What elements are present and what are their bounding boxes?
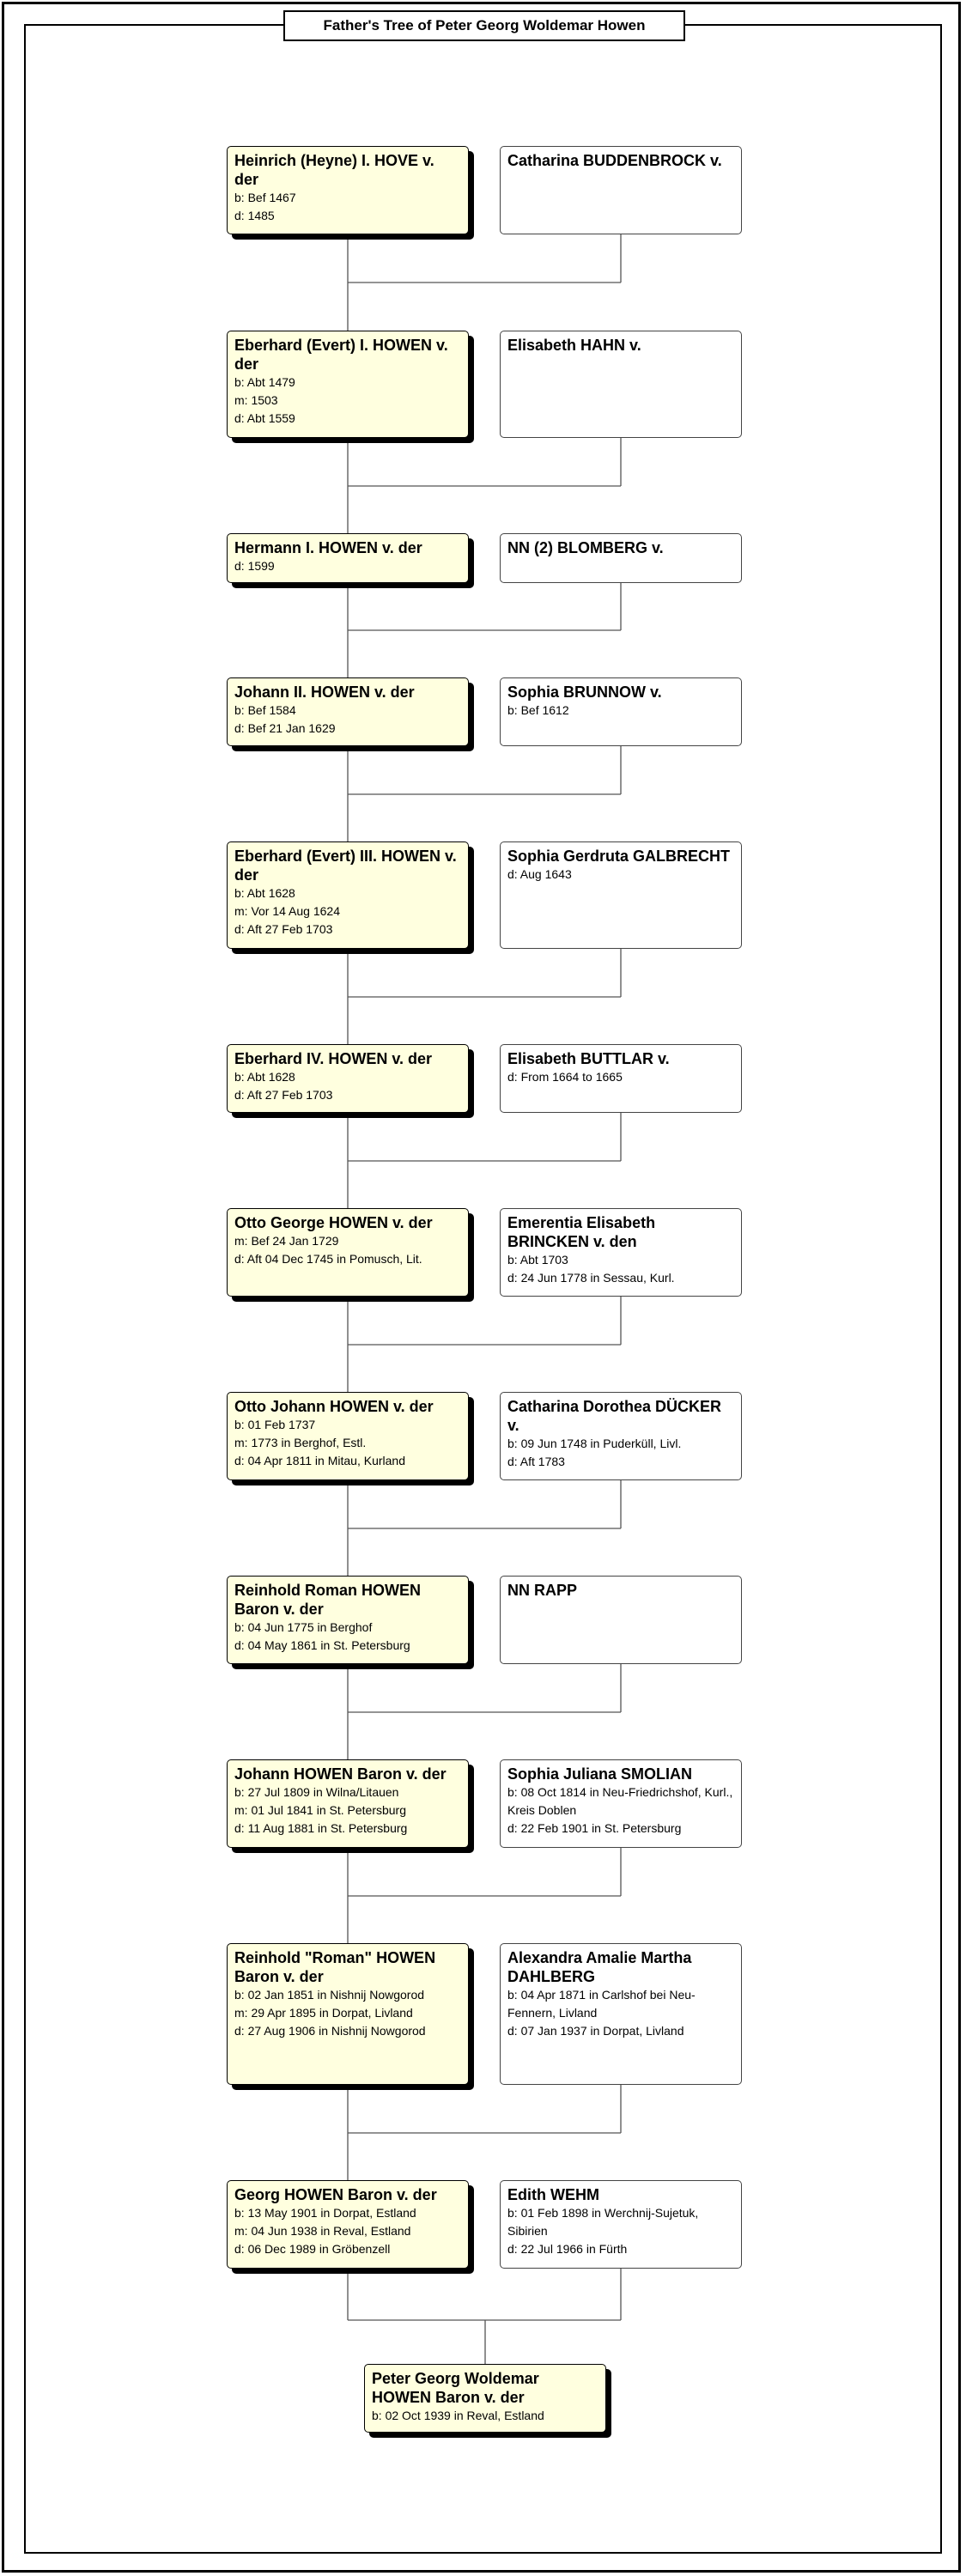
person-box-father[interactable]: Hermann I. HOWEN v. der d: 1599 xyxy=(227,533,469,583)
person-name: Sophia Juliana SMOLIAN xyxy=(507,1765,693,1783)
person-event: b: Bef 1467 xyxy=(234,191,296,204)
person-event: b: Abt 1628 xyxy=(234,1070,295,1084)
person-name: Emerentia Elisabeth BRINCKEN v. den xyxy=(507,1214,656,1250)
person-name: Hermann I. HOWEN v. der xyxy=(234,539,422,556)
person-box-mother[interactable]: Edith WEHM b: 01 Feb 1898 in Werchnij-Su… xyxy=(500,2180,742,2269)
person-event: d: 04 Apr 1811 in Mitau, Kurland xyxy=(234,1454,405,1467)
person-event: d: 22 Feb 1901 in St. Petersburg xyxy=(507,1821,682,1835)
person-box-mother[interactable]: Catharina Dorothea DÜCKER v. b: 09 Jun 1… xyxy=(500,1392,742,1480)
person-box-father[interactable]: Georg HOWEN Baron v. der b: 13 May 1901 … xyxy=(227,2180,469,2269)
person-event: b: 01 Feb 1898 in Werchnij-Sujetuk, Sibi… xyxy=(507,2206,699,2238)
person-name: Johann II. HOWEN v. der xyxy=(234,683,415,701)
person-event: b: Abt 1479 xyxy=(234,375,295,389)
person-event: b: 02 Jan 1851 in Nishnij Nowgorod xyxy=(234,1988,425,2002)
person-event: d: 22 Jul 1966 in Fürth xyxy=(507,2242,628,2256)
person-box-father[interactable]: Johann II. HOWEN v. der b: Bef 1584 d: B… xyxy=(227,677,469,746)
person-event: m: 1503 xyxy=(234,393,278,407)
person-box-father[interactable]: Reinhold "Roman" HOWEN Baron v. der b: 0… xyxy=(227,1943,469,2085)
person-event: b: 13 May 1901 in Dorpat, Estland xyxy=(234,2206,416,2220)
person-event: d: From 1664 to 1665 xyxy=(507,1070,623,1084)
person-event: d: 27 Aug 1906 in Nishnij Nowgorod xyxy=(234,2024,426,2038)
person-box-mother[interactable]: NN (2) BLOMBERG v. xyxy=(500,533,742,583)
person-name: Reinhold "Roman" HOWEN Baron v. der xyxy=(234,1949,436,1985)
person-event: b: 09 Jun 1748 in Puderküll, Livl. xyxy=(507,1437,682,1450)
person-event: b: Abt 1703 xyxy=(507,1253,568,1267)
person-event: d: 04 May 1861 in St. Petersburg xyxy=(234,1638,410,1652)
person-name: Heinrich (Heyne) I. HOVE v. der xyxy=(234,152,434,188)
person-event: b: 02 Oct 1939 in Reval, Estland xyxy=(372,2409,544,2422)
person-box-subject[interactable]: Peter Georg Woldemar HOWEN Baron v. der … xyxy=(364,2364,606,2433)
person-event: d: 07 Jan 1937 in Dorpat, Livland xyxy=(507,2024,684,2038)
person-box-father[interactable]: Johann HOWEN Baron v. der b: 27 Jul 1809… xyxy=(227,1759,469,1848)
person-name: Catharina BUDDENBROCK v. xyxy=(507,152,722,169)
person-event: d: Aft 27 Feb 1703 xyxy=(234,922,333,936)
person-box-father[interactable]: Eberhard (Evert) III. HOWEN v. der b: Ab… xyxy=(227,841,469,949)
person-box-father[interactable]: Reinhold Roman HOWEN Baron v. der b: 04 … xyxy=(227,1576,469,1664)
person-box-mother[interactable]: Elisabeth BUTTLAR v. d: From 1664 to 166… xyxy=(500,1044,742,1113)
person-name: Otto Johann HOWEN v. der xyxy=(234,1398,434,1415)
person-event: d: Aft 04 Dec 1745 in Pomusch, Lit. xyxy=(234,1252,422,1266)
person-event: b: 08 Oct 1814 in Neu-Friedrichshof, Kur… xyxy=(507,1785,733,1817)
person-name: NN RAPP xyxy=(507,1582,578,1599)
person-event: d: Abt 1559 xyxy=(234,411,295,425)
person-box-mother[interactable]: Sophia Gerdruta GALBRECHT d: Aug 1643 xyxy=(500,841,742,949)
person-event: d: 11 Aug 1881 in St. Petersburg xyxy=(234,1821,408,1835)
person-name: Otto George HOWEN v. der xyxy=(234,1214,433,1231)
person-event: d: Bef 21 Jan 1629 xyxy=(234,721,336,735)
person-event: d: Aug 1643 xyxy=(507,867,572,881)
person-event: b: 04 Apr 1871 in Carlshof bei Neu-Fenne… xyxy=(507,1988,696,2020)
person-box-father[interactable]: Otto George HOWEN v. der m: Bef 24 Jan 1… xyxy=(227,1208,469,1297)
person-box-mother[interactable]: NN RAPP xyxy=(500,1576,742,1664)
person-box-mother[interactable]: Emerentia Elisabeth BRINCKEN v. den b: A… xyxy=(500,1208,742,1297)
person-event: m: 04 Jun 1938 in Reval, Estland xyxy=(234,2224,411,2238)
person-event: b: 04 Jun 1775 in Berghof xyxy=(234,1620,373,1634)
person-box-father[interactable]: Heinrich (Heyne) I. HOVE v. der b: Bef 1… xyxy=(227,146,469,234)
person-event: m: Bef 24 Jan 1729 xyxy=(234,1234,339,1248)
person-event: m: 29 Apr 1895 in Dorpat, Livland xyxy=(234,2006,413,2020)
person-box-mother[interactable]: Alexandra Amalie Martha DAHLBERG b: 04 A… xyxy=(500,1943,742,2085)
person-name: Eberhard IV. HOWEN v. der xyxy=(234,1050,433,1067)
chart-title-text: Father's Tree of Peter Georg Woldemar Ho… xyxy=(323,17,646,33)
person-event: b: Abt 1628 xyxy=(234,886,295,900)
person-box-father[interactable]: Eberhard IV. HOWEN v. der b: Abt 1628 d:… xyxy=(227,1044,469,1113)
person-name: Georg HOWEN Baron v. der xyxy=(234,2186,437,2203)
person-box-mother[interactable]: Catharina BUDDENBROCK v. xyxy=(500,146,742,234)
person-name: Elisabeth HAHN v. xyxy=(507,337,641,354)
person-event: d: 24 Jun 1778 in Sessau, Kurl. xyxy=(507,1271,675,1285)
person-name: Eberhard (Evert) I. HOWEN v. der xyxy=(234,337,448,373)
person-box-mother[interactable]: Sophia Juliana SMOLIAN b: 08 Oct 1814 in… xyxy=(500,1759,742,1848)
person-event: m: 01 Jul 1841 in St. Petersburg xyxy=(234,1803,406,1817)
person-name: Catharina Dorothea DÜCKER v. xyxy=(507,1398,722,1434)
person-event: m: 1773 in Berghof, Estl. xyxy=(234,1436,367,1449)
person-event: d: 1485 xyxy=(234,209,275,222)
person-event: b: 27 Jul 1809 in Wilna/Litauen xyxy=(234,1785,399,1799)
person-box-father[interactable]: Otto Johann HOWEN v. der b: 01 Feb 1737 … xyxy=(227,1392,469,1480)
chart-title: Father's Tree of Peter Georg Woldemar Ho… xyxy=(283,10,685,41)
person-name: Eberhard (Evert) III. HOWEN v. der xyxy=(234,848,457,884)
person-event: d: 06 Dec 1989 in Gröbenzell xyxy=(234,2242,391,2256)
person-event: d: 1599 xyxy=(234,559,275,573)
person-name: Edith WEHM xyxy=(507,2186,599,2203)
person-event: b: Bef 1584 xyxy=(234,703,296,717)
person-name: Alexandra Amalie Martha DAHLBERG xyxy=(507,1949,692,1985)
person-name: Sophia Gerdruta GALBRECHT xyxy=(507,848,731,865)
person-name: Reinhold Roman HOWEN Baron v. der xyxy=(234,1582,421,1618)
person-name: Johann HOWEN Baron v. der xyxy=(234,1765,447,1783)
person-name: Peter Georg Woldemar HOWEN Baron v. der xyxy=(372,2370,539,2406)
person-event: b: Bef 1612 xyxy=(507,703,569,717)
person-name: Elisabeth BUTTLAR v. xyxy=(507,1050,670,1067)
person-name: NN (2) BLOMBERG v. xyxy=(507,539,664,556)
person-box-father[interactable]: Eberhard (Evert) I. HOWEN v. der b: Abt … xyxy=(227,331,469,438)
person-event: b: 01 Feb 1737 xyxy=(234,1418,316,1431)
person-box-mother[interactable]: Sophia BRUNNOW v. b: Bef 1612 xyxy=(500,677,742,746)
person-event: m: Vor 14 Aug 1624 xyxy=(234,904,340,918)
person-event: d: Aft 1783 xyxy=(507,1455,565,1468)
person-box-mother[interactable]: Elisabeth HAHN v. xyxy=(500,331,742,438)
person-name: Sophia BRUNNOW v. xyxy=(507,683,662,701)
person-event: d: Aft 27 Feb 1703 xyxy=(234,1088,333,1102)
